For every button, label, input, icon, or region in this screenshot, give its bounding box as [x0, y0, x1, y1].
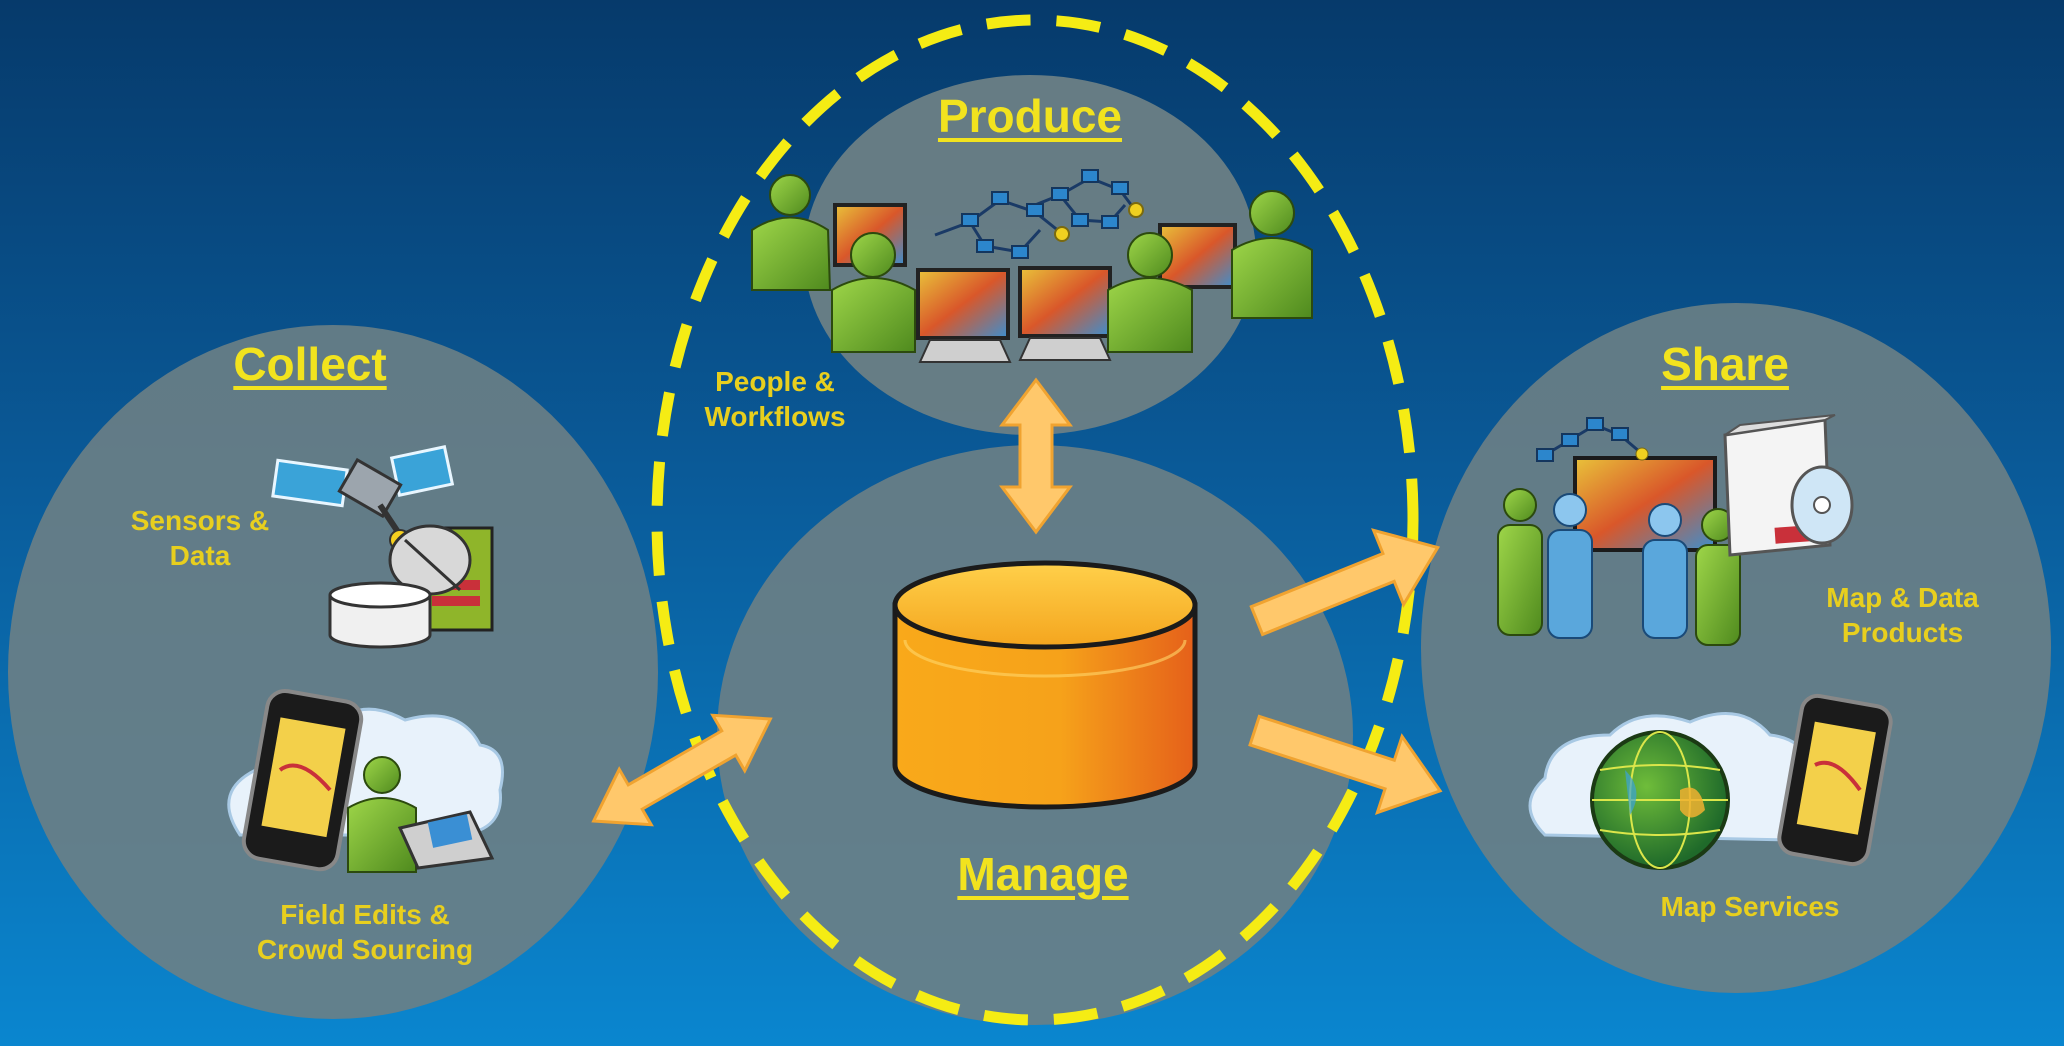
manage-share-arrow-top — [1249, 528, 1441, 637]
globe-icon — [1590, 730, 1730, 870]
collect-circle — [8, 325, 658, 1019]
produce-manage-dashed-outline — [651, 14, 1419, 1026]
manage-share-arrow-bottom — [1248, 714, 1443, 815]
database-icon — [892, 560, 1198, 810]
collect-title: Collect — [233, 338, 387, 390]
sensor-data-icon — [328, 524, 494, 649]
software-box-icon — [1723, 414, 1854, 557]
produce-manage-arrow — [998, 377, 1074, 535]
people-presenting-icon — [1497, 488, 1741, 646]
people-workflows-caption: People & Workflows — [704, 366, 846, 432]
phone-icon — [241, 688, 364, 872]
collect-manage-arrow — [591, 713, 773, 827]
share-phone-icon — [1777, 693, 1893, 867]
share-title: Share — [1661, 338, 1789, 390]
people-at-workstations-icon — [751, 174, 1313, 363]
map-data-products-label: Map & Data Products — [1826, 582, 1979, 648]
sensors-data-label: Sensors & Data — [130, 505, 270, 571]
produce-title: Produce — [937, 90, 1123, 142]
field-worker-icon — [347, 756, 495, 873]
map-services-label: Map Services — [1660, 891, 1840, 922]
manage-title: Manage — [957, 848, 1129, 900]
satellite-icon — [271, 445, 455, 551]
field-edits-label: Field Edits & Crowd Sourcing — [256, 899, 474, 965]
workflow-nodes — [961, 169, 1144, 259]
